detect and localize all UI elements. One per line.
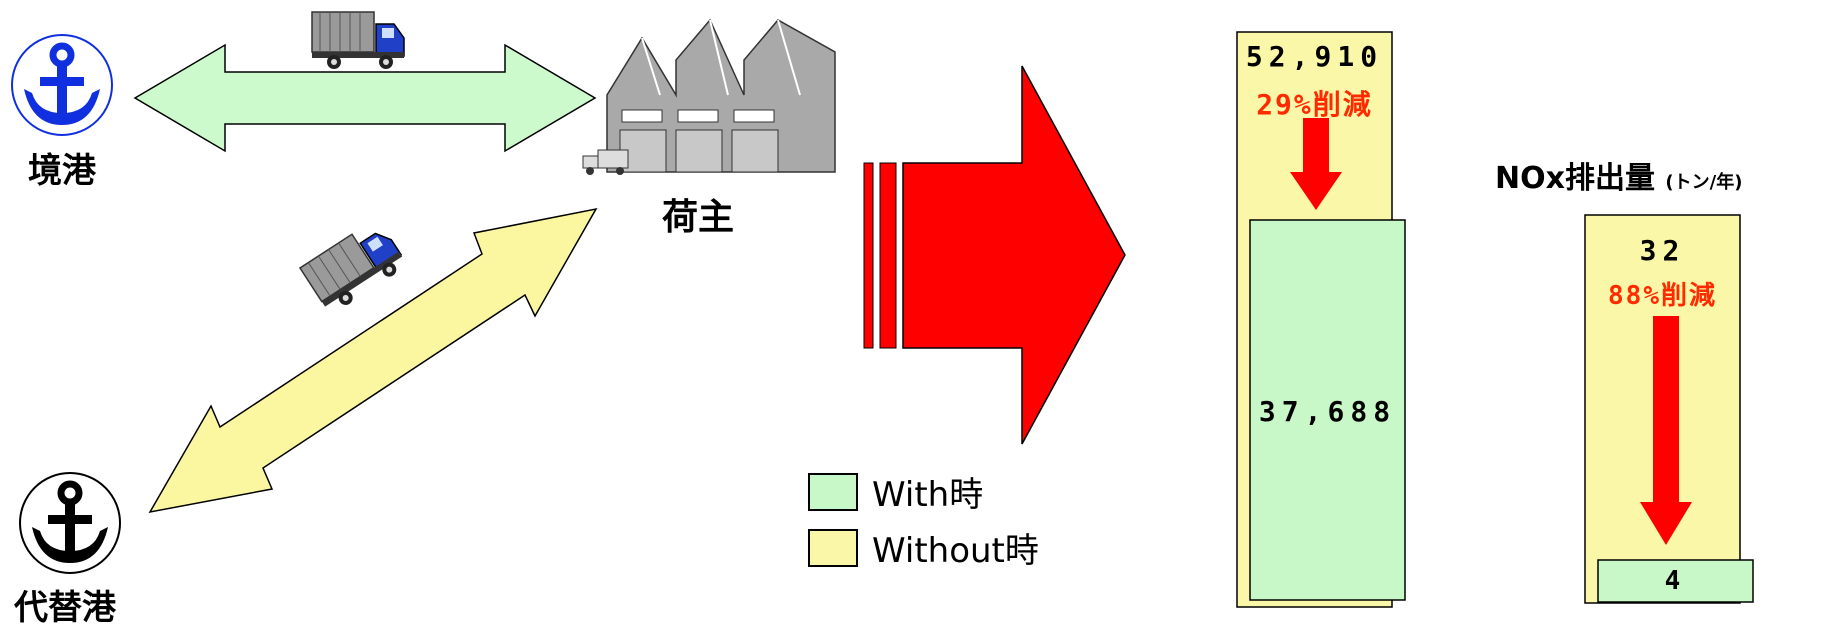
shipper-label: 荷主 bbox=[662, 197, 735, 238]
nox-title-unit: (トン/年) bbox=[1665, 172, 1743, 193]
co2-with-value: 37,688 bbox=[1258, 395, 1397, 428]
legend-without-label: Without時 bbox=[872, 531, 1039, 571]
alternative-port-label: 代替港 bbox=[14, 588, 116, 628]
down-arrow-icon bbox=[1290, 118, 1342, 210]
legend-with-swatch bbox=[808, 472, 858, 511]
co2-with-bar bbox=[1249, 219, 1406, 601]
anchor-icon bbox=[11, 34, 113, 136]
nox-with-bar bbox=[1597, 559, 1754, 603]
route-arrow-alternative bbox=[148, 207, 598, 514]
anchor-icon bbox=[19, 472, 121, 574]
truck-icon bbox=[311, 11, 405, 69]
sakai-port-label: 境港 bbox=[28, 151, 96, 191]
big-right-arrow-icon bbox=[863, 65, 1126, 445]
co2-reduction-label: 29%削減 bbox=[1256, 88, 1373, 121]
factory-icon bbox=[582, 18, 836, 175]
route-arrow-sakai bbox=[133, 43, 597, 153]
truck-icon bbox=[298, 232, 403, 307]
legend-with: With時 bbox=[808, 467, 983, 516]
nox-reduction-label: 88%削減 bbox=[1608, 281, 1717, 311]
down-arrow-icon bbox=[1640, 316, 1692, 545]
nox-title: NOx排出量 (トン/年) bbox=[1495, 153, 1742, 197]
legend-without: Without時 bbox=[808, 523, 1039, 572]
nox-title-main: NOx排出量 bbox=[1495, 161, 1655, 196]
co2-without-value: 52,910 bbox=[1245, 40, 1384, 73]
legend-without-swatch bbox=[808, 528, 858, 567]
legend-with-label: With時 bbox=[872, 475, 984, 515]
nox-without-value: 32 bbox=[1639, 234, 1686, 267]
nox-with-value: 4 bbox=[1664, 566, 1687, 596]
